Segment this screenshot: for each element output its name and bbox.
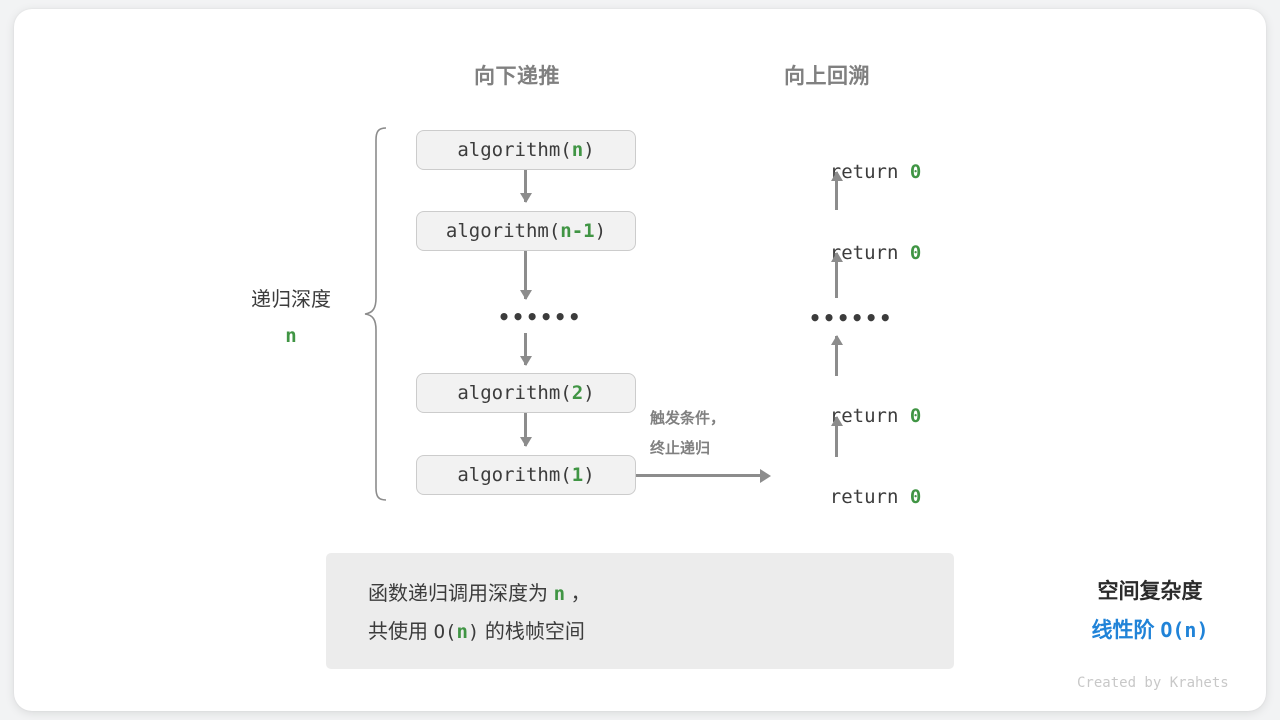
summary-result-title: 空间复杂度 — [1097, 580, 1203, 603]
return-keyword: return — [829, 161, 910, 183]
arrow-up-icon — [830, 252, 843, 298]
column-header-descend: 向下递推 — [474, 65, 560, 88]
call-frame-box[interactable]: algorithm(n) — [416, 130, 636, 170]
call-frame-suffix: ) — [583, 382, 595, 404]
summary-line2-n: n — [456, 621, 468, 643]
arrow-down-icon — [519, 251, 532, 300]
summary-line2-post: 的栈帧空间 — [479, 621, 585, 643]
return-statement: return 0 — [784, 383, 922, 449]
return-statement: return 0 — [784, 139, 922, 205]
call-frame-suffix: ) — [583, 464, 595, 486]
column-header-ascend: 向上回溯 — [784, 65, 870, 88]
summary-complexity-label: 线性阶 — [1091, 619, 1161, 642]
arrow-down-icon — [519, 413, 532, 447]
return-value: 0 — [909, 486, 922, 508]
arrow-up-icon — [830, 416, 843, 457]
recursion-depth-text: 递归深度 — [251, 289, 331, 311]
summary-line1-code: n — [553, 583, 566, 605]
call-frame-arg: n — [571, 139, 584, 161]
call-frame-suffix: ) — [583, 139, 595, 161]
call-frame-prefix: algorithm( — [457, 382, 572, 404]
return-keyword: return — [829, 405, 910, 427]
trigger-condition-note: 触发条件， 终止递归 — [650, 404, 725, 464]
call-frame-arg: 2 — [571, 382, 584, 404]
return-statement: return 0 — [784, 464, 922, 530]
arrow-right-icon — [636, 468, 771, 483]
return-value: 0 — [909, 405, 922, 427]
arrow-down-icon — [519, 333, 532, 366]
recursion-depth-brace — [364, 127, 387, 501]
return-keyword: return — [829, 242, 910, 264]
call-frame-box[interactable]: algorithm(n-1) — [416, 211, 636, 251]
summary-complexity-code: O(n) — [1160, 618, 1209, 642]
arrow-up-icon — [830, 171, 843, 210]
call-stack-ellipsis: •••••• — [498, 305, 583, 329]
summary-line2-open: O( — [433, 621, 457, 643]
call-frame-box[interactable]: algorithm(2) — [416, 373, 636, 413]
credit-text: Created by Krahets — [1077, 675, 1229, 691]
call-frame-box[interactable]: algorithm(1) — [416, 455, 636, 495]
summary-result: 空间复杂度 线性阶 O(n) — [1040, 573, 1260, 650]
return-ellipsis: •••••• — [809, 306, 894, 330]
return-keyword: return — [829, 486, 910, 508]
call-frame-prefix: algorithm( — [457, 464, 572, 486]
summary-line1-post: ， — [565, 583, 591, 605]
return-value: 0 — [909, 161, 922, 183]
summary-line2-pre: 共使用 — [368, 621, 434, 643]
arrow-down-icon — [519, 170, 532, 203]
call-frame-prefix: algorithm( — [445, 220, 561, 242]
return-value: 0 — [909, 242, 922, 264]
summary-panel: 函数递归调用深度为 n ， 共使用 O(n) 的栈帧空间 空间复杂度 线性阶 O… — [326, 553, 1209, 669]
trigger-note-line1: 触发条件， — [650, 410, 726, 427]
summary-result-value: 线性阶 O(n) — [1040, 611, 1260, 650]
summary-line2-close: ) — [467, 621, 480, 643]
call-frame-arg: 1 — [571, 464, 584, 486]
arrow-up-icon — [830, 335, 843, 376]
recursion-depth-label: 递归深度 n — [236, 282, 346, 354]
return-statement: return 0 — [784, 220, 922, 286]
summary-line1-pre: 函数递归调用深度为 — [368, 583, 554, 605]
summary-description: 函数递归调用深度为 n ， 共使用 O(n) 的栈帧空间 — [368, 575, 591, 651]
trigger-note-line2: 终止递归 — [650, 440, 711, 457]
recursion-depth-value: n — [285, 325, 297, 347]
call-frame-suffix: ) — [594, 220, 607, 242]
call-frame-arg: n-1 — [560, 220, 595, 242]
call-frame-prefix: algorithm( — [457, 139, 572, 161]
